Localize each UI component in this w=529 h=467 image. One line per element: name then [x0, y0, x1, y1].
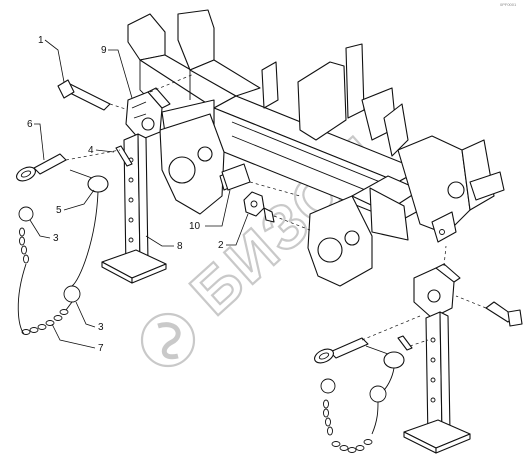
assembly-lines — [65, 73, 447, 347]
bracket-9 — [125, 87, 171, 141]
corner-code: 0PF0001 — [500, 2, 517, 7]
callout-8: 8 — [177, 241, 183, 252]
watermark-logo — [140, 312, 196, 368]
chain-links-lower — [21, 309, 69, 335]
callout-2: 2 — [218, 240, 224, 251]
bracket-right — [413, 263, 461, 319]
stand-8 — [101, 133, 167, 284]
pin-6 — [16, 153, 67, 182]
stand-right — [403, 311, 471, 454]
chain-assembly-left — [17, 191, 99, 335]
main-frame: 0PF0001 — [127, 2, 517, 287]
nut-2 — [243, 191, 311, 231]
spring-pin-4 — [115, 145, 133, 167]
callout-3a: 3 — [53, 233, 59, 244]
chain-assembly-right — [320, 367, 395, 453]
callout-7: 7 — [98, 343, 104, 354]
plate-10 — [221, 163, 251, 191]
callout-labels: 1 2 3 3 4 5 6 7 8 9 10 — [27, 35, 224, 354]
callout-6: 6 — [27, 119, 33, 130]
lynch-pin-right — [365, 345, 405, 369]
callout-4: 4 — [88, 145, 94, 156]
lynch-pin-5 — [69, 169, 109, 193]
callout-9: 9 — [101, 45, 107, 56]
chain-links-upper — [19, 227, 29, 264]
callout-5: 5 — [56, 205, 62, 216]
pin-right — [455, 295, 523, 327]
callout-10: 10 — [189, 221, 201, 232]
leader-lines — [29, 39, 249, 349]
pin-ring-right — [314, 335, 413, 364]
callout-3b: 3 — [98, 322, 104, 333]
callout-1: 1 — [38, 35, 44, 46]
